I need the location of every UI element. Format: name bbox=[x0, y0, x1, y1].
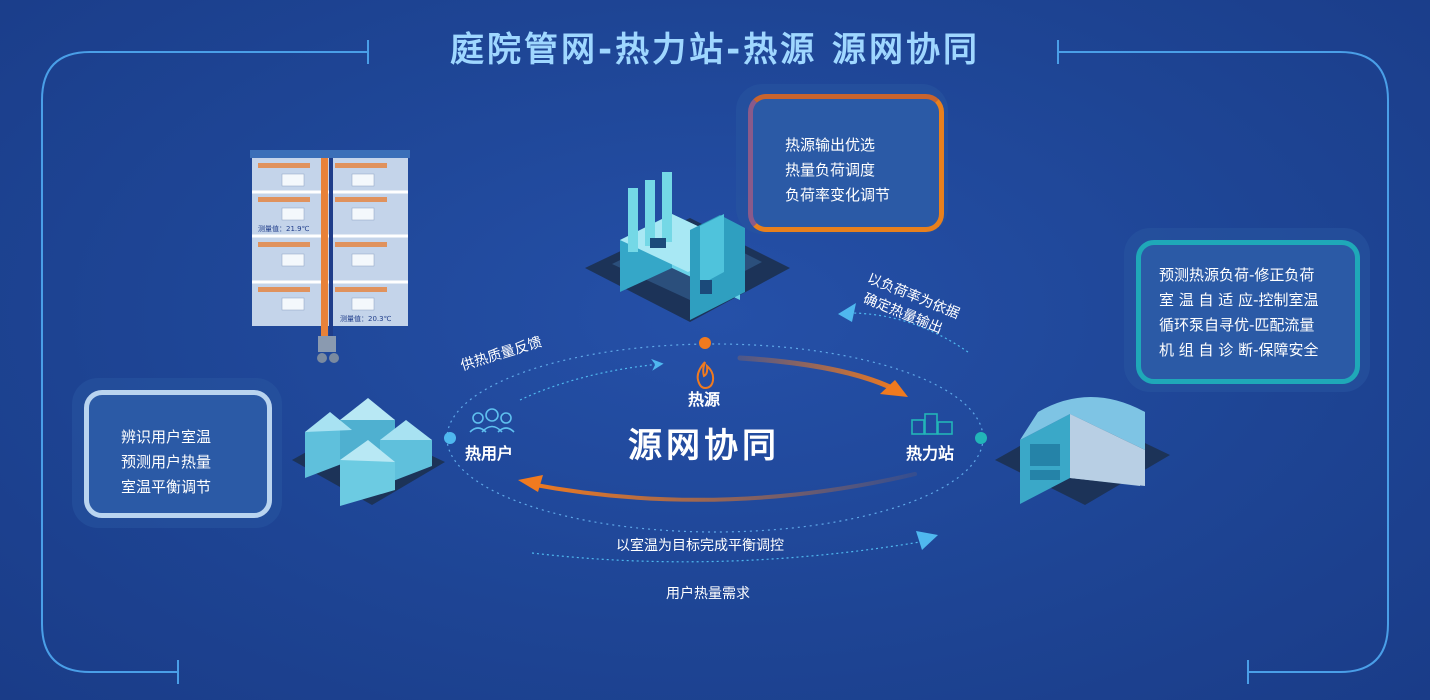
station-illustration bbox=[995, 397, 1170, 505]
card-heat-user: 辨识用户室温 预测用户热量 室温平衡调节 bbox=[72, 378, 282, 528]
card-heat-source-line: 负荷率变化调节 bbox=[785, 186, 891, 204]
card-heat-station-line: 室 温 自 适 应-控制室温 bbox=[1159, 291, 1319, 309]
card-heat-source-line: 热源输出优选 bbox=[785, 136, 876, 154]
card-heat-user-line: 室温平衡调节 bbox=[121, 478, 212, 496]
houses-illustration bbox=[292, 398, 445, 506]
flow-balance-head bbox=[916, 531, 938, 550]
orange-arrow-station-user bbox=[528, 472, 917, 502]
flow-loadrate-head bbox=[838, 303, 856, 322]
users-icon bbox=[469, 408, 515, 433]
center-label: 源网协同 bbox=[628, 426, 780, 466]
card-heat-station-line: 预测热源负荷-修正负荷 bbox=[1159, 266, 1315, 284]
source-dot bbox=[699, 337, 711, 349]
orange-arrow-source-station bbox=[737, 355, 903, 395]
user-dot bbox=[444, 432, 456, 444]
flow-label-balance: 以室温为目标完成平衡调控 bbox=[616, 538, 784, 554]
card-heat-user-line: 辨识用户室温 bbox=[121, 428, 212, 446]
reading-floor2: 测量值：21.9℃ bbox=[258, 225, 310, 233]
card-heat-station-line: 机 组 自 诊 断-保障安全 bbox=[1159, 341, 1319, 359]
orange-arrow-head-1 bbox=[880, 380, 908, 397]
card-heat-station-frame: 预测热源负荷-修正负荷 室 温 自 适 应-控制室温 循环泵自寻优-匹配流量 机… bbox=[1136, 240, 1360, 384]
apartment-illustration bbox=[250, 150, 410, 363]
station-dot bbox=[975, 432, 987, 444]
flow-loadrate-arrow bbox=[844, 312, 969, 353]
card-heat-user-line: 预测用户热量 bbox=[121, 453, 212, 471]
card-heat-source: 热源输出优选 热量负荷调度 负荷率变化调节 bbox=[736, 84, 948, 234]
station-icon bbox=[911, 413, 953, 435]
card-heat-source-line: 热量负荷调度 bbox=[785, 161, 876, 179]
node-label-station: 热力站 bbox=[906, 444, 955, 463]
flow-label-demand: 用户热量需求 bbox=[666, 586, 750, 602]
flow-balance-arrow bbox=[531, 541, 921, 563]
card-heat-station-line: 循环泵自寻优-匹配流量 bbox=[1159, 316, 1315, 334]
page-title: 庭院管网-热力站-热源 源网协同 bbox=[449, 30, 981, 70]
card-heat-station: 预测热源负荷-修正负荷 室 温 自 适 应-控制室温 循环泵自寻优-匹配流量 机… bbox=[1124, 228, 1370, 392]
fire-icon bbox=[696, 361, 715, 390]
reading-floor4: 测量值：20.3℃ bbox=[340, 315, 392, 323]
orange-arrow-head-2 bbox=[518, 475, 543, 492]
card-heat-source-frame: 热源输出优选 热量负荷调度 负荷率变化调节 bbox=[748, 94, 944, 232]
node-label-source: 热源 bbox=[688, 390, 721, 409]
outer-frame bbox=[41, 40, 1389, 684]
factory-illustration bbox=[585, 172, 790, 322]
node-label-user: 热用户 bbox=[465, 444, 514, 463]
flow-feedback-arrow bbox=[519, 358, 664, 401]
card-heat-user-frame: 辨识用户室温 预测用户热量 室温平衡调节 bbox=[84, 390, 272, 518]
